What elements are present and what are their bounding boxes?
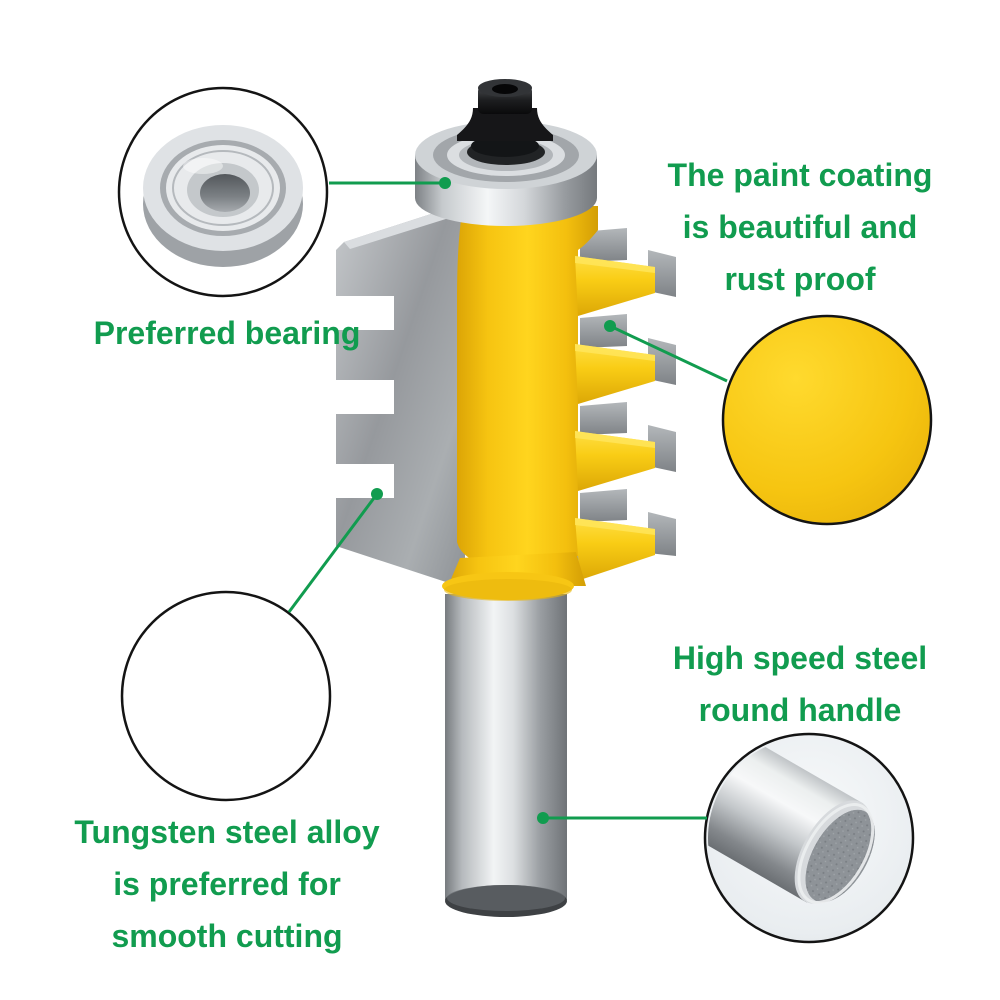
leader-bearing [329, 177, 451, 189]
leader-tungsten-teeth [287, 488, 383, 613]
annotation-line: High speed steel [672, 640, 928, 676]
shank [445, 594, 567, 917]
annotation-line: round handle [698, 692, 902, 728]
annotation-line: rust proof [724, 261, 876, 297]
annotation-line: is preferred for [113, 866, 341, 902]
shank-inset [703, 732, 915, 944]
annotation-round-handle: High speed steel round handle [600, 632, 1000, 736]
annotation-paint-coating: The paint coating is beautiful and rust … [600, 149, 1000, 305]
annotation-line: Preferred bearing [93, 315, 361, 351]
paint-coating-inset [721, 314, 933, 526]
annotation-line: Tungsten steel alloy [74, 814, 380, 850]
annotation-tungsten-alloy: Tungsten steel alloy is preferred for sm… [27, 806, 427, 962]
leader-shank [537, 812, 707, 824]
carbide-tips [556, 228, 676, 566]
tungsten-teeth-inset [120, 590, 332, 802]
annotation-line: smooth cutting [111, 918, 343, 954]
leader-paint-coating [604, 320, 728, 383]
cutter-body [442, 206, 655, 601]
steel-comb-blade [336, 203, 465, 584]
annotation-line: is beautiful and [682, 209, 918, 245]
pilot-nut [457, 79, 553, 157]
annotation-line: The paint coating [667, 157, 933, 193]
annotation-preferred-bearing: Preferred bearing [27, 307, 427, 359]
bearing-inset [117, 86, 329, 298]
